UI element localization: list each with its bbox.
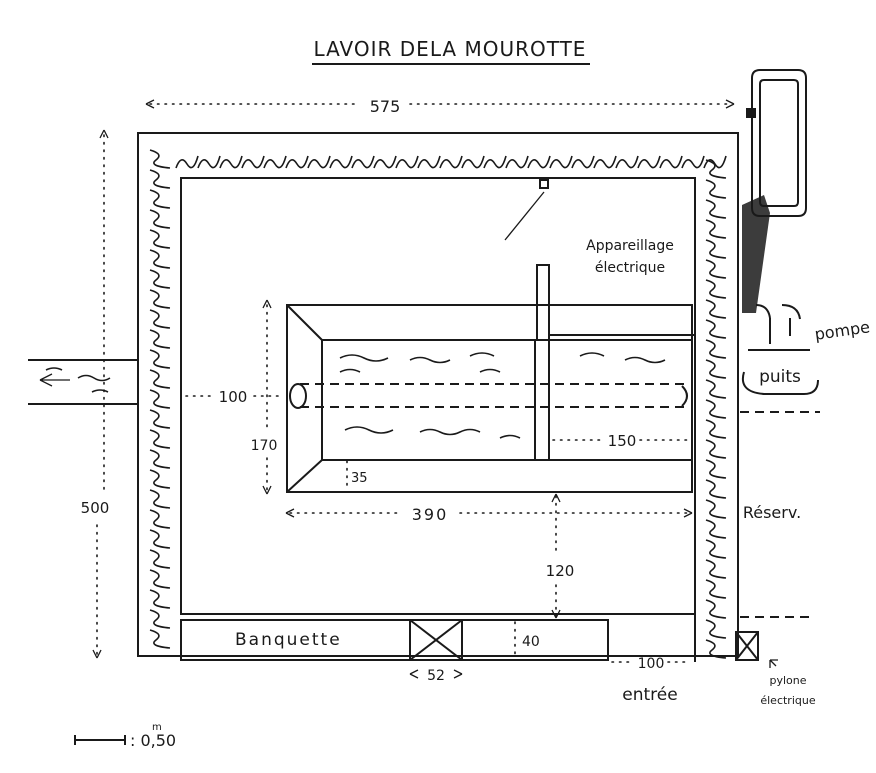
basin-corner-bl <box>286 459 323 493</box>
outer-wall <box>137 132 739 657</box>
pump-icon <box>755 304 801 344</box>
top-wall-hatch <box>175 155 727 169</box>
dim-height-arrows <box>92 129 109 659</box>
water-strokes-icon <box>339 352 666 439</box>
dim-rim-value: 35 <box>351 471 368 486</box>
pylon-label-2: électrique <box>760 694 815 707</box>
entrance-label: entrée <box>622 685 677 705</box>
right-wall-hatch <box>705 159 727 659</box>
drain-pipe-end-icon <box>289 383 307 409</box>
reservoir-label: Réserv. <box>743 503 801 522</box>
dim-offset-value: 100 <box>219 388 248 406</box>
pylon-label-1: pylone <box>769 674 806 687</box>
scale-value: : 0,50 <box>130 731 176 750</box>
outflow-water-icon <box>45 367 111 393</box>
basin-corner-tl <box>286 304 323 341</box>
reservoir-tank <box>751 69 807 217</box>
dim-entrance-value: 100 <box>638 656 665 672</box>
dim-basin-height-value: 170 <box>251 438 278 454</box>
bench <box>180 619 609 661</box>
electrical-label-2: électrique <box>595 260 665 276</box>
conduit-pipe <box>536 264 550 341</box>
wall-hatching <box>149 149 727 659</box>
dim-bench-value: 40 <box>522 634 540 650</box>
bench-step <box>409 619 463 661</box>
outflow-arrow <box>39 373 70 387</box>
scale-unit: m <box>152 722 162 733</box>
basin-inner <box>321 339 693 461</box>
dim-height-value: 500 <box>81 499 110 517</box>
electrical-device-icon <box>539 179 549 189</box>
well-outline <box>742 371 819 395</box>
reservoir-tank-inner <box>759 79 799 207</box>
dim-gap-arrows <box>551 493 561 619</box>
reservoir-pipe-hatch <box>742 195 770 313</box>
well-label: puits <box>759 367 801 387</box>
drain-pipe-end-right <box>681 385 688 407</box>
pylon-arrow-icon <box>769 659 778 668</box>
dim-step-value: 52 <box>427 668 445 684</box>
dim-basin-width-arrows <box>285 508 693 518</box>
pump-label: pompe <box>813 317 871 344</box>
dim-channel-value: 150 <box>608 432 637 450</box>
dim-width-value: 575 <box>370 97 401 116</box>
basin-outer <box>286 304 693 493</box>
pylon-icon <box>735 631 759 661</box>
plan-title: LAVOIR DELA MOUROTTE <box>314 37 587 61</box>
inner-wall <box>180 177 696 615</box>
left-wall-hatch <box>149 149 171 649</box>
dim-basin-width-value: 390 <box>412 505 449 524</box>
dim-step-arrows <box>409 669 463 679</box>
electrical-label-1: Appareillage <box>586 238 674 254</box>
reservoir-valve-icon <box>746 108 756 118</box>
pylon-cross-2 <box>735 631 759 661</box>
dim-width-arrows <box>145 99 735 109</box>
bench-step-cross-2 <box>409 619 463 661</box>
electrical-leader <box>504 191 545 241</box>
bench-label: Banquette <box>235 630 342 650</box>
dim-gap-value: 120 <box>546 562 575 580</box>
dim-basin-height-arrows <box>262 299 272 495</box>
